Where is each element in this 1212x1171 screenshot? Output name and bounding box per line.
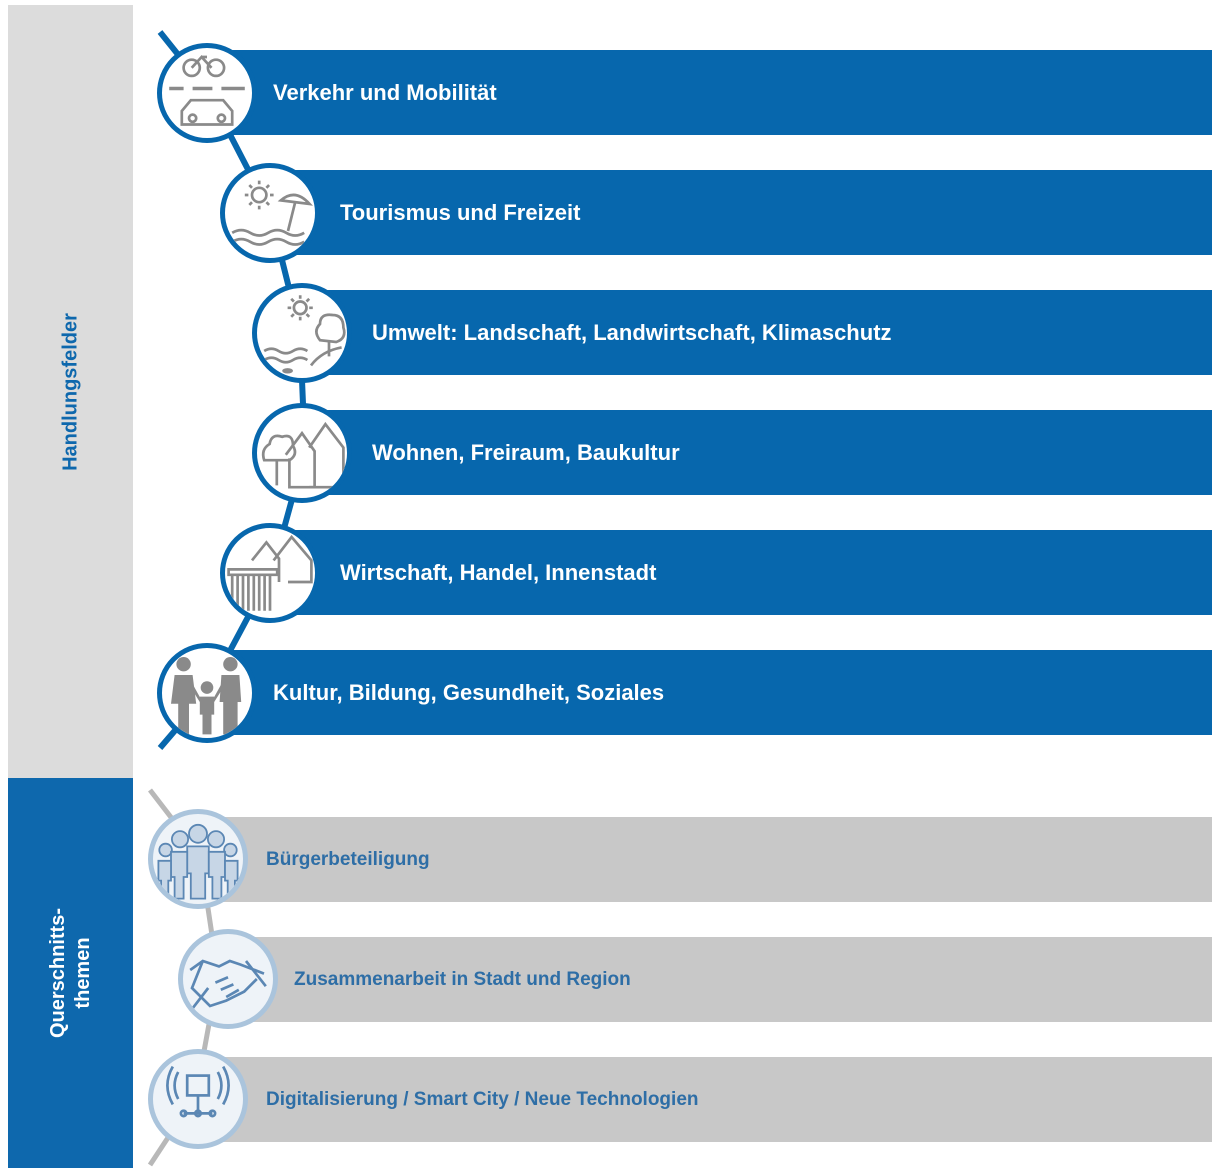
handlungsfeld-label: Umwelt: Landschaft, Landwirtschaft, Klim…: [372, 319, 892, 345]
querschnitt-bar-digitalisierung[interactable]: Digitalisierung / Smart City / Neue Tech…: [200, 1057, 1212, 1142]
querschnitt-label: Zusammenarbeit in Stadt und Region: [294, 968, 631, 990]
querschnitt-bar-zusammenarbeit[interactable]: Zusammenarbeit in Stadt und Region: [230, 937, 1212, 1022]
handlungsfeld-bar-wirtschaft[interactable]: Wirtschaft, Handel, Innenstadt: [268, 530, 1212, 615]
handlungsfeld-bar-wohnen[interactable]: Wohnen, Freiraum, Baukultur: [300, 410, 1212, 495]
querschnitt-label: Digitalisierung / Smart City / Neue Tech…: [266, 1088, 699, 1110]
handlungsfeld-label: Verkehr und Mobilität: [273, 79, 497, 105]
handlungsfeld-label: Tourismus und Freizeit: [340, 199, 581, 225]
sun-tree-water-icon: [252, 283, 352, 383]
querschnitt-label: Bürgerbeteiligung: [266, 848, 430, 870]
handlungsfeld-bar-tourismus[interactable]: Tourismus und Freizeit: [268, 170, 1212, 255]
querschnittsthemen-sidebar: Querschnitts- themen: [8, 778, 133, 1168]
sun-umbrella-icon: [220, 163, 320, 263]
handlungsfelder-sidebar: Handlungsfelder: [8, 5, 133, 778]
handlungsfeld-bar-umwelt[interactable]: Umwelt: Landschaft, Landwirtschaft, Klim…: [298, 290, 1212, 375]
handlungsfeld-label: Wirtschaft, Handel, Innenstadt: [340, 559, 657, 585]
people-group-icon: [148, 809, 248, 909]
querschnitt-bar-buergerbeteiligung[interactable]: Bürgerbeteiligung: [200, 817, 1212, 902]
handlungsfeld-label: Kultur, Bildung, Gesundheit, Soziales: [273, 679, 665, 705]
handlungsfeld-bar-verkehr[interactable]: Verkehr und Mobilität: [205, 50, 1212, 135]
network-signal-icon: [148, 1049, 248, 1149]
houses-tree-icon: [252, 403, 352, 503]
market-houses-icon: [220, 523, 320, 623]
handlungsfeld-label: Wohnen, Freiraum, Baukultur: [372, 439, 680, 465]
handshake-icon: [178, 929, 278, 1029]
bicycle-car-icon: [157, 43, 257, 143]
family-icon: [157, 643, 257, 743]
handlungsfeld-bar-kultur[interactable]: Kultur, Bildung, Gesundheit, Soziales: [205, 650, 1212, 735]
